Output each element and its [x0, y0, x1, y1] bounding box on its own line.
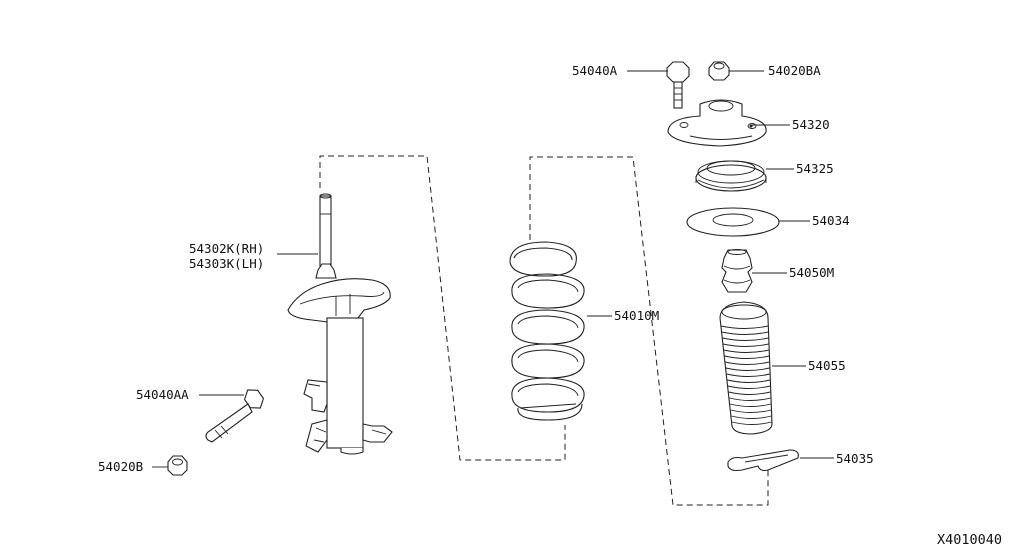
clip-54035 — [727, 449, 799, 472]
spring-group-dashed-outline — [529, 156, 769, 506]
label-54020BA: 54020BA — [768, 63, 821, 78]
label-54035: 54035 — [836, 451, 874, 466]
bump-stopper-54050M — [721, 249, 753, 293]
label-54055: 54055 — [808, 358, 846, 373]
dust-boot-54055 — [719, 301, 773, 435]
label-54302K-RH: 54302K(RH) — [189, 241, 264, 256]
label-54050M: 54050M — [789, 265, 834, 280]
strut-assembly-54302K-54303K — [287, 193, 393, 455]
long-bolt-54040AA — [205, 389, 265, 443]
lower-nut-54020B — [167, 455, 188, 476]
drawing-number: X4010040 — [937, 532, 1002, 548]
strut-group-dashed-outline — [319, 155, 566, 461]
spring-seat-54034 — [686, 207, 780, 237]
spring-coils — [511, 273, 585, 421]
label-54040AA: 54040AA — [136, 387, 189, 402]
boot-ribs — [720, 325, 772, 425]
label-54010M: 54010M — [614, 308, 659, 323]
strut-mount-54320 — [667, 99, 767, 147]
label-54303K-LH: 54303K(LH) — [189, 256, 264, 271]
label-54320: 54320 — [792, 117, 830, 132]
label-54040A: 54040A — [572, 63, 618, 78]
bearing-54325 — [695, 160, 767, 192]
label-54034: 54034 — [812, 213, 850, 228]
label-54020B: 54020B — [98, 459, 143, 474]
top-nut-54020BA — [708, 61, 730, 81]
coil-spring-54010M — [509, 241, 585, 421]
label-54325: 54325 — [796, 161, 834, 176]
top-bolt-54040A — [666, 61, 690, 109]
